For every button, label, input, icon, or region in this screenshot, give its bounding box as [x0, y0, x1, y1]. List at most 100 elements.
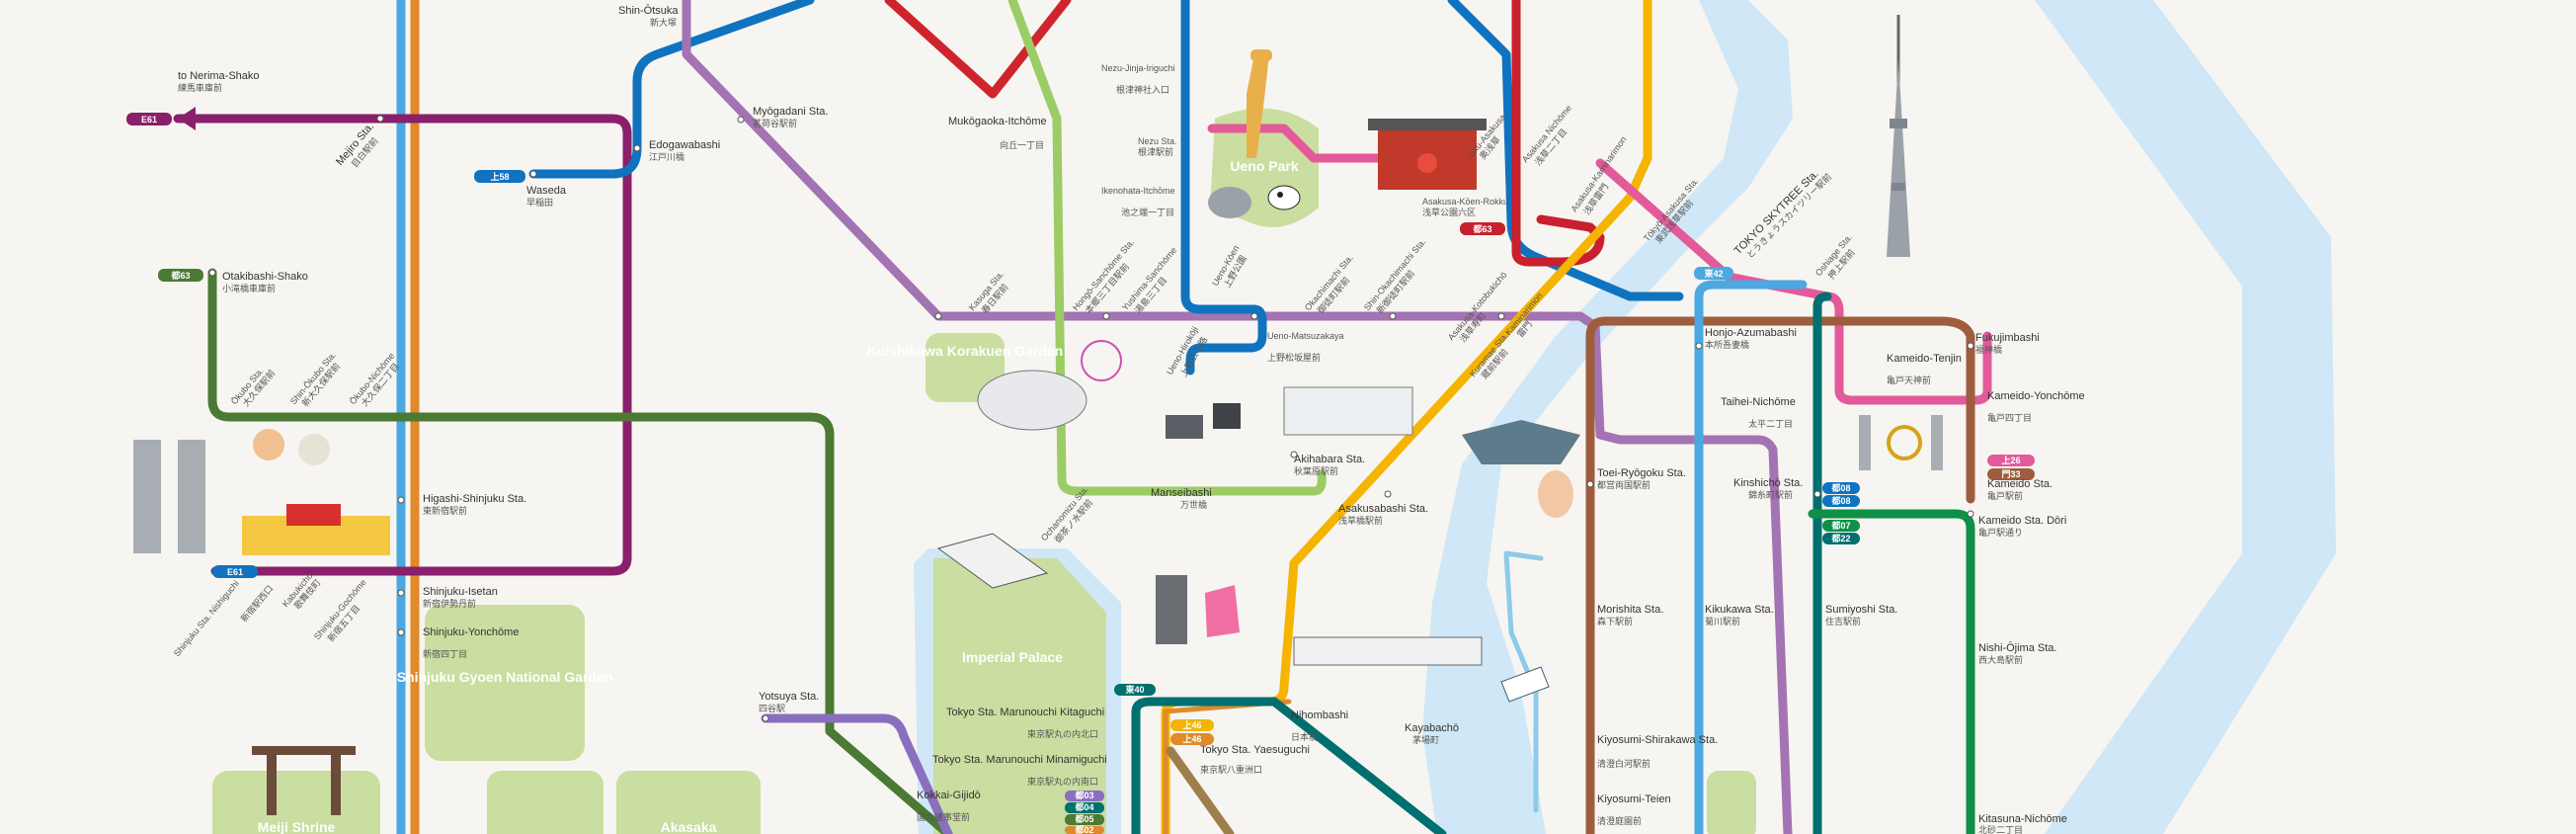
- route-badge[interactable]: [1822, 495, 1860, 507]
- station-nezu[interactable]: Nezu Sta.: [1138, 136, 1177, 146]
- station-akihabara[interactable]: Akihabara Sta.: [1294, 454, 1365, 465]
- akasaka-park-2[interactable]: [616, 771, 761, 834]
- route-badge[interactable]: [1987, 455, 2035, 466]
- station-kameido[interactable]: Kameido Sta.: [1987, 478, 2053, 490]
- station-asakusabashi[interactable]: Asakusabashi Sta.: [1338, 503, 1428, 515]
- route-teal-south[interactable]: [1131, 697, 1447, 834]
- stop-dot[interactable]: [1389, 312, 1397, 320]
- station-ueno-matsuzakaya[interactable]: Ueno-Matsuzakaya: [1267, 331, 1344, 341]
- stop-dot[interactable]: [1290, 451, 1298, 459]
- stop-dot[interactable]: [1586, 480, 1594, 488]
- station-higashi-shinjuku[interactable]: Higashi-Shinjuku Sta.: [423, 493, 526, 505]
- small-park[interactable]: [1707, 771, 1756, 834]
- station-nishi-ojima[interactable]: Nishi-Ōjima Sta.: [1978, 642, 2056, 654]
- stop-dot[interactable]: [376, 115, 384, 123]
- station-tokyo-minamiguchi[interactable]: Tokyo Sta. Marunouchi Minamiguchi: [932, 754, 1107, 766]
- station-kitasuna-nichome[interactable]: Kitasuna-Nichōme: [1978, 813, 2067, 825]
- station-otakibashi[interactable]: Otakibashi-Shako: [222, 271, 308, 283]
- route-badge[interactable]: [1065, 826, 1104, 834]
- station-ikenohata[interactable]: Ikenohata-Itchōme: [1101, 186, 1175, 196]
- station-shin-otsuka[interactable]: Shin-Ōtsuka: [618, 5, 679, 17]
- stop-dot[interactable]: [1250, 312, 1258, 320]
- station-edogawabashi[interactable]: Edogawabashi: [649, 139, 720, 151]
- station-shinjuku-isetan[interactable]: Shinjuku-Isetan: [423, 586, 498, 598]
- shinjuku-gyoen[interactable]: [425, 605, 585, 761]
- route-pink-east[interactable]: [1595, 158, 1992, 405]
- route-badge[interactable]: [1065, 802, 1104, 813]
- station-tokyo-yaesuguchi[interactable]: Tokyo Sta. Yaesuguchi: [1200, 744, 1310, 756]
- akasaka-park-1[interactable]: [487, 771, 604, 834]
- route-hanzomon-mauve[interactable]: [682, 0, 1793, 834]
- station-kokkai-gijido[interactable]: Kokkai-Gijidō: [917, 790, 981, 801]
- station-yotsuya[interactable]: Yotsuya Sta.: [759, 691, 819, 703]
- station-sumiyoshi[interactable]: Sumiyoshi Sta.: [1825, 604, 1897, 616]
- stop-dot[interactable]: [1967, 342, 1974, 350]
- station-asakusa-koen-rokku[interactable]: Asakusa-Kōen-Rokku: [1422, 197, 1508, 207]
- route-tozai-blue[interactable]: [528, 0, 815, 179]
- station-kiyosumi-teien[interactable]: Kiyosumi-Teien: [1597, 793, 1671, 805]
- station-shinjuku-yonchome[interactable]: Shinjuku-Yonchōme: [423, 626, 519, 638]
- station-kameido-dori[interactable]: Kameido Sta. Dōri: [1978, 515, 2066, 527]
- station-nezu-jinja[interactable]: Nezu-Jinja-Iriguchi: [1101, 63, 1175, 73]
- route-namboku-teal[interactable]: [1812, 292, 1832, 834]
- stop-dot[interactable]: [397, 628, 405, 636]
- station-kiyosumi-shirakawa[interactable]: Kiyosumi-Shirakawa Sta.: [1597, 734, 1718, 746]
- route-light-blue[interactable]: [1694, 280, 1808, 834]
- route-badge[interactable]: [1065, 814, 1104, 825]
- stop-dot[interactable]: [1695, 342, 1703, 350]
- station-taihei-nichome[interactable]: Taihei-Nichōme: [1721, 396, 1796, 408]
- stop-dot[interactable]: [934, 312, 942, 320]
- station-kinshicho[interactable]: Kinshichō Sta.: [1733, 477, 1803, 489]
- stop-dot[interactable]: [1384, 490, 1392, 498]
- route-badge[interactable]: [1694, 267, 1733, 280]
- station-kameido-tenjin[interactable]: Kameido-Tenjin: [1887, 353, 1962, 365]
- station-honjo-azumabashi[interactable]: Honjo-Azumabashi: [1705, 327, 1797, 339]
- station-to-nerima[interactable]: to Nerima-Shako: [178, 70, 260, 82]
- route-badge[interactable]: [1114, 684, 1156, 696]
- station-fukujimbashi[interactable]: Fukujimbashi: [1975, 332, 2040, 344]
- station-morishita[interactable]: Morishita Sta.: [1597, 604, 1663, 616]
- koishikawa-garden[interactable]: [926, 333, 1005, 402]
- stop-dot[interactable]: [1967, 510, 1974, 518]
- station-kayabacho[interactable]: Kayabachō: [1405, 722, 1459, 734]
- route-badge[interactable]: [126, 113, 172, 125]
- route-tobu-red[interactable]: [1511, 0, 1605, 267]
- stop-dot[interactable]: [737, 116, 745, 124]
- route-badge[interactable]: [1822, 520, 1860, 532]
- route-oedo-purple[interactable]: [173, 114, 632, 576]
- route-badge[interactable]: [1065, 791, 1104, 801]
- station-myogadani[interactable]: Myōgadani Sta.: [753, 106, 828, 118]
- route-badge[interactable]: [158, 269, 203, 282]
- route-badge[interactable]: [1822, 482, 1860, 494]
- route-badge[interactable]: [212, 565, 258, 578]
- stop-dot[interactable]: [529, 170, 537, 178]
- imperial-palace[interactable]: [933, 558, 1106, 834]
- route-tozai-ueno[interactable]: [1180, 0, 1267, 375]
- route-badge[interactable]: [1987, 468, 2035, 480]
- route-marunouchi-red[interactable]: [884, 0, 1072, 99]
- stop-dot[interactable]: [1102, 312, 1110, 320]
- station-tokyo-kitaguchi[interactable]: Tokyo Sta. Marunouchi Kitaguchi: [946, 707, 1104, 718]
- route-badge[interactable]: [474, 170, 525, 183]
- station-toei-ryogoku[interactable]: Toei-Ryōgoku Sta.: [1597, 467, 1686, 479]
- route-badge[interactable]: [1822, 533, 1860, 544]
- route-badge[interactable]: [1170, 719, 1214, 731]
- route-river-blue[interactable]: [1503, 550, 1544, 813]
- route-shinjuku-green[interactable]: [1808, 509, 1975, 834]
- stop-dot[interactable]: [1497, 312, 1505, 320]
- stop-dot[interactable]: [762, 714, 769, 722]
- route-toden-green[interactable]: [207, 268, 953, 834]
- route-badge[interactable]: [1460, 222, 1505, 235]
- route-brown[interactable]: [1585, 316, 1975, 834]
- route-badge[interactable]: [1170, 733, 1214, 745]
- stop-dot[interactable]: [397, 496, 405, 504]
- route-hanzomon-west[interactable]: [761, 713, 953, 834]
- stop-dot[interactable]: [1813, 490, 1821, 498]
- station-waseda[interactable]: Waseda: [526, 185, 567, 197]
- route-brown-south[interactable]: [1166, 746, 1235, 834]
- stop-dot[interactable]: [397, 589, 405, 597]
- station-manseibashi[interactable]: Manseibashi: [1151, 487, 1212, 499]
- stop-dot[interactable]: [633, 144, 641, 152]
- stop-dot[interactable]: [208, 269, 216, 277]
- station-kameido-yonchome[interactable]: Kameido-Yonchōme: [1987, 390, 2085, 402]
